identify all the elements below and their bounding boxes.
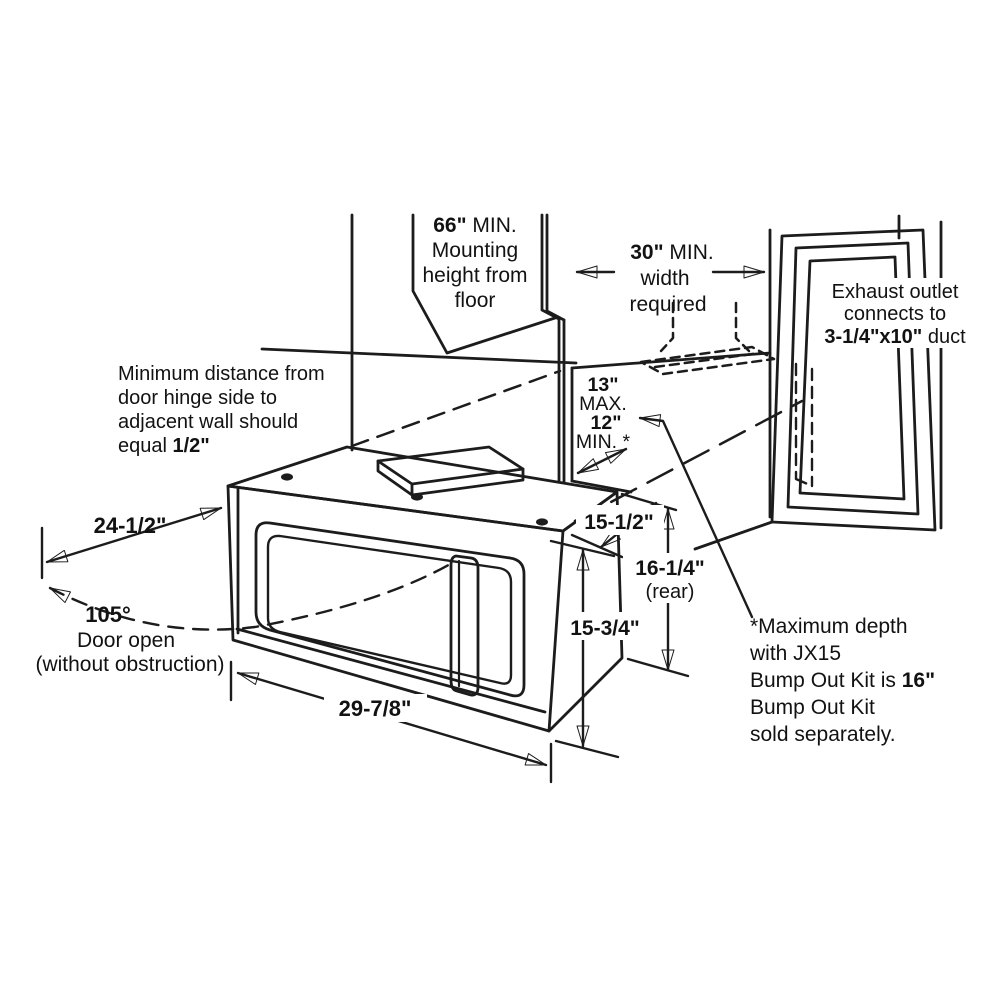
annotations: 66" MIN. Mounting height from floor 30" … [35,214,966,746]
mounting-height-line4: floor [455,289,496,312]
front-height-tick-bottom [554,739,620,759]
mount-hole-2 [411,493,423,501]
rear-height-tick-bottom [626,657,690,678]
duct-outline [639,301,776,376]
top-depth-tick-rear [620,492,678,512]
front-height-tick-top [549,539,616,558]
pointer-funnel-right [540,213,566,322]
mount-hole-3 [536,518,548,526]
min-distance-line3: adjacent wall should [118,411,298,433]
exhaust-line3: 3-1/4"x10" duct [824,326,966,348]
panel-middle [786,241,920,516]
wall-structure [260,213,943,530]
wall-corner-edges [557,317,566,484]
mask-exhaust-text [812,278,976,348]
cabinet-depth-leader [638,414,754,619]
duct-footprint [639,345,776,376]
mask-top-depth [576,505,664,535]
depth-guide-left [350,369,562,448]
door-depth-label: 24-1/2" [94,513,167,538]
label-masks [324,278,976,722]
front-height-label: 15-3/4" [570,617,640,640]
cabinet-depth-arrow [576,447,628,475]
width-required-line2: width [639,267,689,290]
duct-riser-left [659,301,675,353]
mask-front-height [559,612,653,640]
oven-width-label: 29-7/8" [339,696,412,721]
exhaust-line1: Exhaust outlet [832,281,959,303]
exhaust-line2: connects to [844,303,946,325]
door-depth-arrow [45,506,223,564]
width-required-line3: required [629,293,706,316]
mask-oven-width [324,694,427,722]
width-required-label: 30" MIN. [630,241,714,264]
min-distance-line4: equal 1/2" [118,435,210,457]
mount-hole-1 [281,473,293,481]
depth-guide-right [573,399,804,523]
door-open-line2: (without obstruction) [35,653,224,676]
perspective-guides [350,369,804,523]
mounting-height-label: 66" MIN. [433,214,517,237]
duct-riser-right [734,301,751,353]
mounting-height-line [260,347,578,365]
exhaust-adapter-sides [376,459,525,497]
panel-floor-junction [693,520,774,551]
pointer-funnel-left [411,213,560,355]
wall-top-right-edges [897,214,943,530]
mounting-height-line3: height from [422,264,527,287]
note-line2: with JX15 [749,642,841,665]
panel-outer [770,228,937,532]
top-depth-label: 15-1/2" [584,511,654,534]
side-wall-panel [693,228,937,551]
cabinet-depth-min-num: 12" [591,412,622,434]
min-distance-line2: door hinge side to [118,387,277,409]
door-swing-arc [48,561,454,631]
cabinet-depth-min-word: MIN. * [576,431,631,453]
door-open-line1: Door open [77,629,175,652]
panel-duct-opening [794,362,814,488]
note-line5: sold separately. [750,723,896,746]
cabinet-depth-max-word: MAX. [579,393,627,415]
top-depth-tick-front [570,533,624,559]
min-distance-line1: Minimum distance from [118,363,325,385]
mounting-height-line2: Mounting [432,239,518,262]
rear-height-word: (rear) [646,581,695,603]
door-angle-label: 105° [85,602,131,627]
cabinet-bottom-front-edge [570,479,633,494]
rear-height-num: 16-1/4" [635,557,705,580]
panel-inner [798,255,906,501]
mask-rear-height [623,553,718,603]
note-line4: Bump Out Kit [750,696,875,719]
note-line3: Bump Out Kit is 16" [750,669,935,692]
note-line1: *Maximum depth [750,615,908,638]
cabinet-depth-max-num: 13" [588,374,619,396]
